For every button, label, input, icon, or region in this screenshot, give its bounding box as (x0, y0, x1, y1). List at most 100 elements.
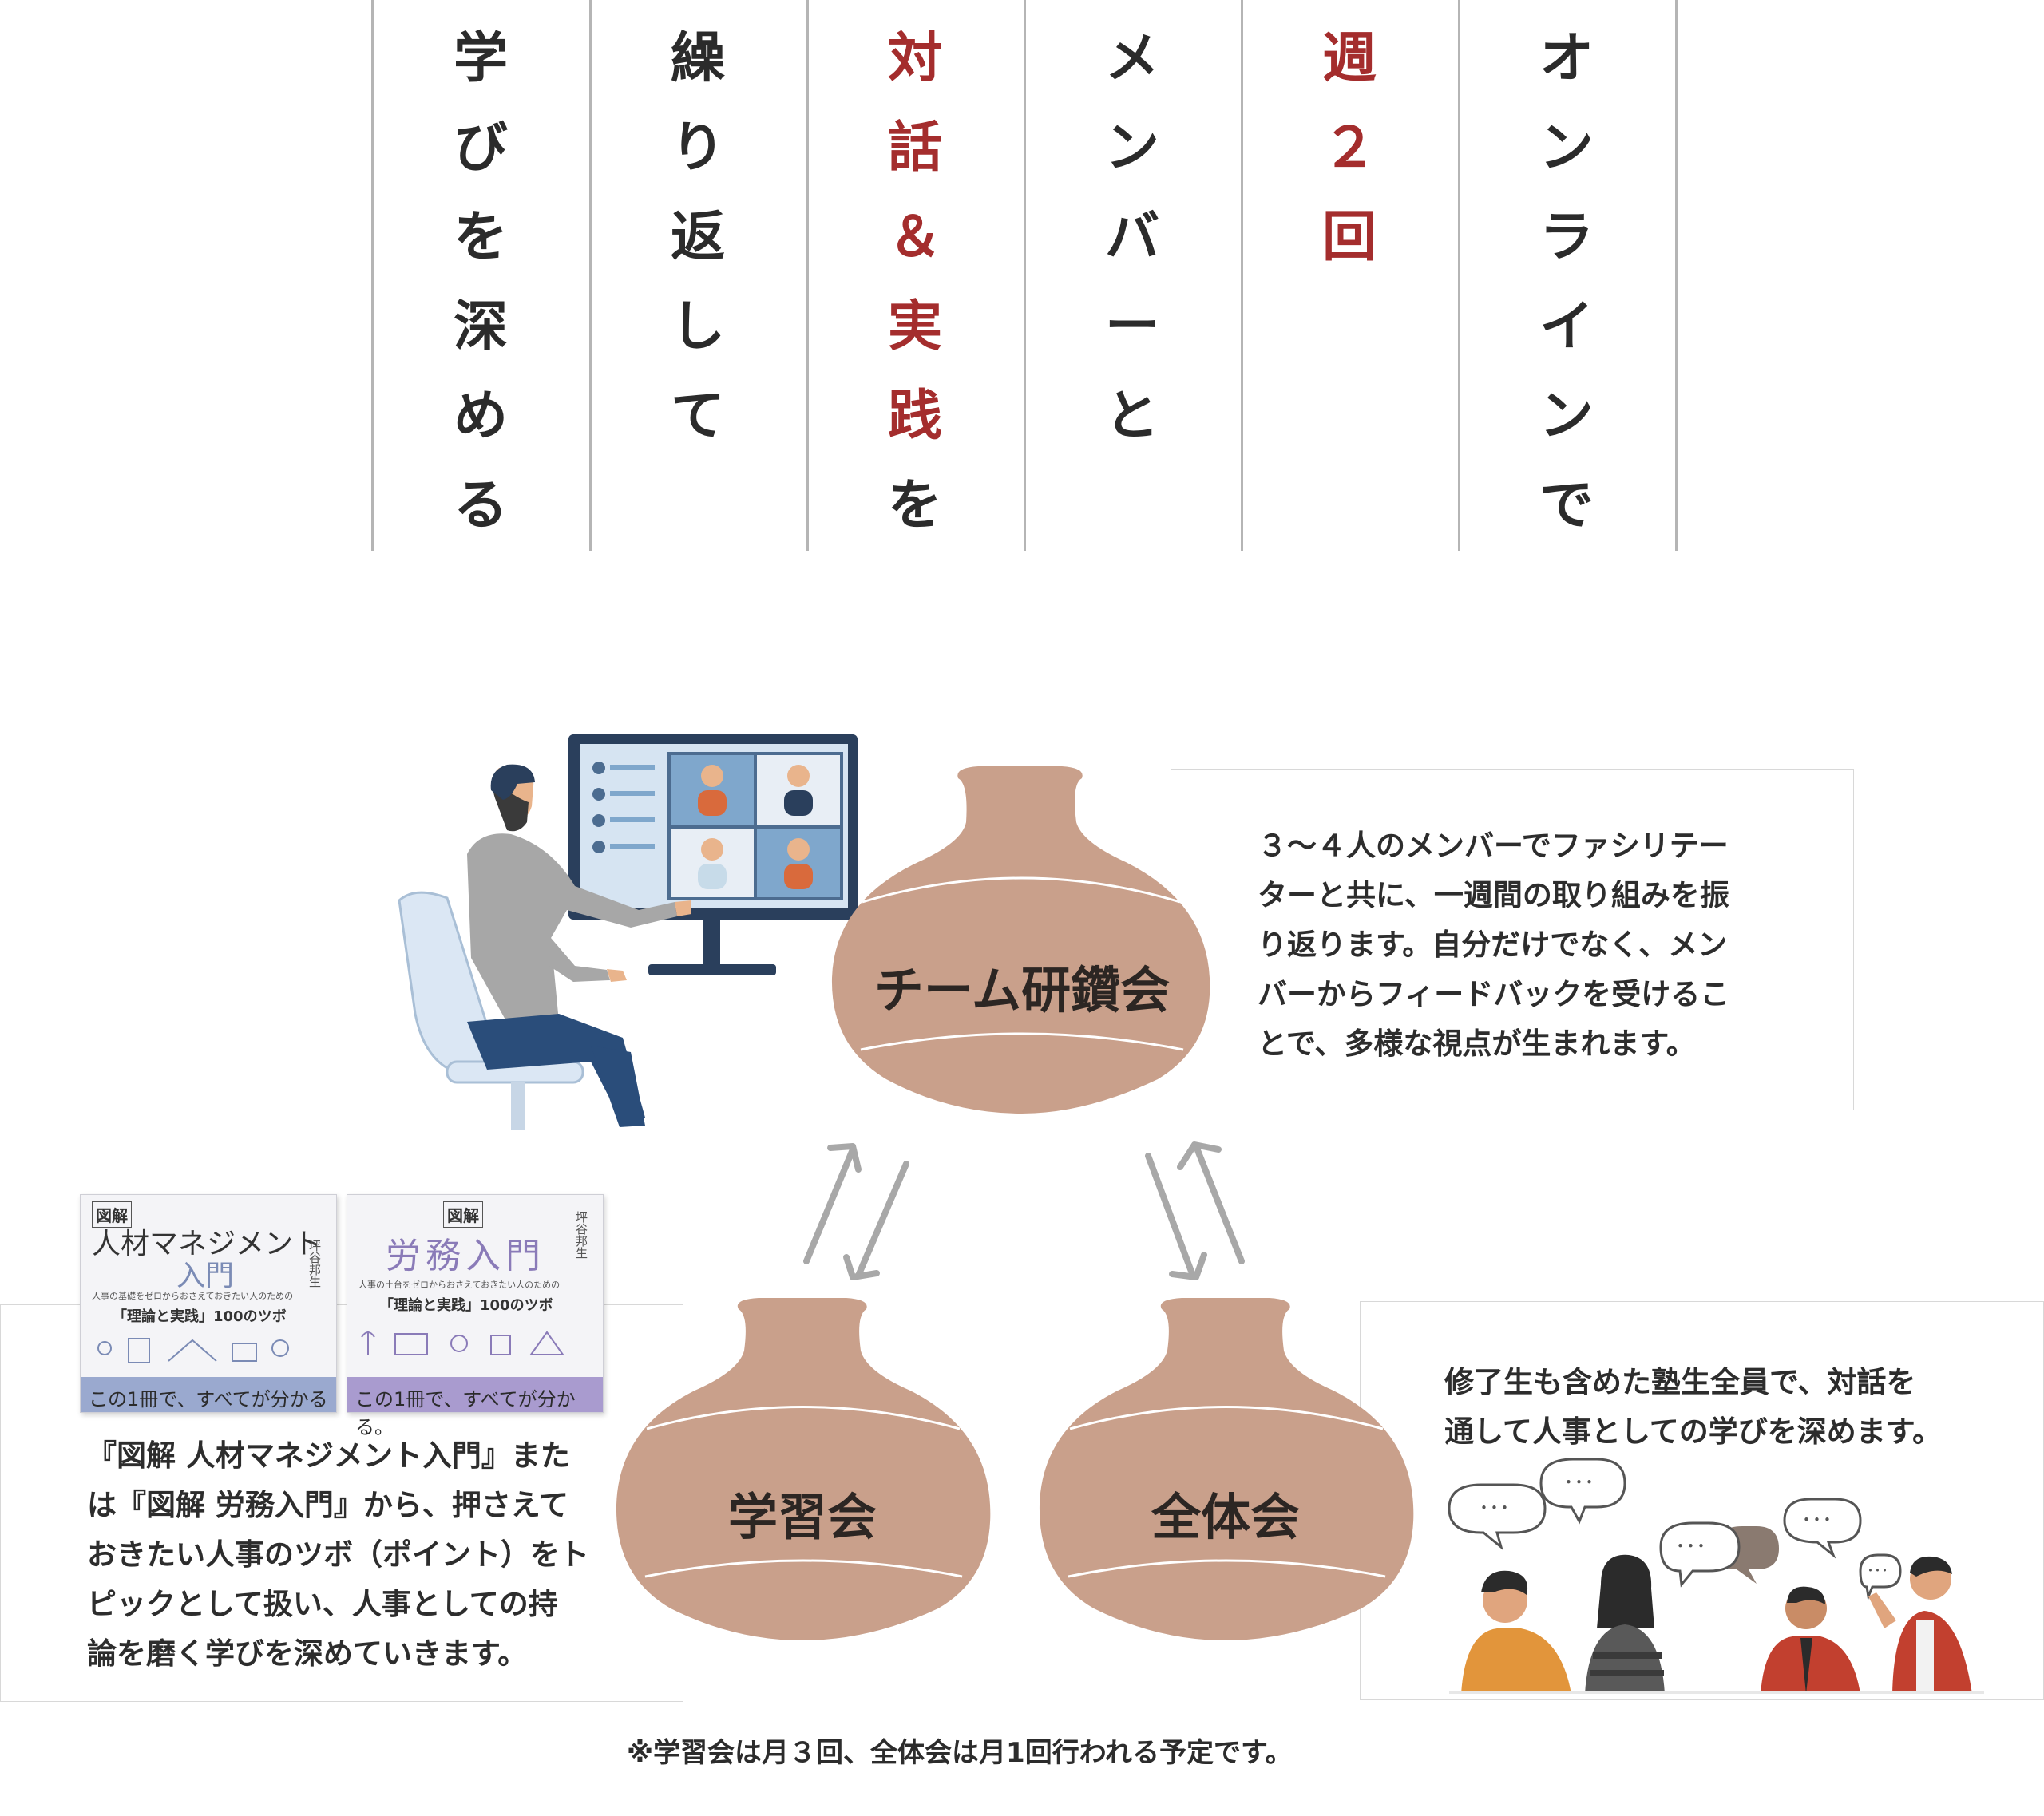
book-band (81, 1377, 336, 1412)
divider (806, 0, 809, 551)
svg-text:･･･: ･･･ (1563, 1471, 1594, 1495)
text-line: り返ります。自分だけでなく、メン (1258, 928, 1728, 962)
svg-text:･･･: ･･･ (1801, 1509, 1832, 1533)
book-cover-hr-management: 図解 人材マネジメント 入門 人事の基礎をゼロからおさえておきたい人のための 「… (80, 1194, 337, 1413)
divider (1458, 0, 1460, 551)
svg-text:･･･: ･･･ (1479, 1497, 1510, 1521)
text-line: 修了生も含めた塾生全員で、対話を (1444, 1365, 1916, 1399)
headline-col-0: オンラインで (1519, 14, 1614, 551)
headline-char: ラ (1539, 206, 1594, 269)
headline-col-5: 学びを深める (433, 14, 529, 551)
book-tag: 図解 (92, 1201, 132, 1228)
svg-text:･･･: ･･･ (1675, 1535, 1706, 1559)
study-description-box: 『図解 人材マネジメント入門』また は『図解 労務入門』から、押さえて おきたい… (0, 1304, 683, 1702)
exchange-arrows-right (1145, 1141, 1245, 1280)
headline-char: 繰 (670, 27, 725, 90)
book-cover-labor: 図解 労務入門 人事の土台をゼロからおさえておきたい人のための 「理論と実践」1… (347, 1194, 604, 1438)
headline-char: 対 (887, 27, 942, 90)
study-jar-label: 学習会 (727, 1488, 877, 1546)
book-footer: この1冊で、すべてが分かる。 (355, 1388, 576, 1438)
book-subtitle-2: 「理論と実践」100のツボ (379, 1297, 553, 1314)
book-band (347, 1377, 603, 1412)
book-title-2: 入門 (176, 1260, 235, 1292)
divider (1675, 0, 1678, 551)
book-subtitle-2: 「理論と実践」100のツボ (113, 1308, 287, 1325)
book-subtitle: 人事の基礎をゼロからおさえておきたい人のための (92, 1291, 294, 1301)
headline-char: 話 (887, 117, 942, 180)
all-description: 修了生も含めた塾生全員で、対話を 通して人事としての学びを深めます。 (1444, 1358, 1942, 1457)
text-line: 『図解 人材マネジメント入門』また (87, 1438, 570, 1473)
divider (1241, 0, 1243, 551)
headline-char: 実 (887, 295, 942, 358)
headline-char: び (453, 117, 508, 180)
book-title: 人材マネジメント (92, 1228, 323, 1260)
headline-char: オ (1539, 27, 1594, 90)
headline-char: る (453, 474, 508, 537)
book-title: 労務入門 (386, 1236, 545, 1276)
person-at-computer-illustration (398, 734, 858, 1130)
headline-char: と (1104, 385, 1159, 448)
team-description: ３〜４人のメンバーでファシリテー ターと共に、一週間の取り組みを振 り返ります。… (1258, 821, 1729, 1069)
headline-char: イ (1539, 295, 1594, 358)
headline-col-3: 対話 ＆ 実践を (867, 14, 963, 551)
book-subtitle: 人事の土台をゼロからおさえておきたい人のための (358, 1280, 561, 1290)
book-footer: この1冊で、すべてが分かる (89, 1388, 328, 1410)
study-jar (616, 1298, 991, 1640)
text-line: は『図解 労務入門』から、押さえて (87, 1488, 569, 1522)
headline-char: を (887, 474, 942, 537)
book-figure-svg (97, 1338, 289, 1363)
headline-char: 週 (1321, 27, 1377, 90)
team-description-box: ３〜４人のメンバーでファシリテー ターと共に、一週間の取り組みを振 り返ります。… (1171, 769, 1854, 1110)
book-author: 坪谷邦生 (307, 1240, 322, 1288)
book-tag: 図解 (443, 1201, 483, 1228)
headline-col-2: メンバーと (1084, 14, 1180, 461)
text-line: 通して人事としての学びを深めます。 (1444, 1414, 1943, 1449)
text-line: ピックとして扱い、人事としての持 (87, 1587, 558, 1621)
divider (1024, 0, 1026, 551)
all-jar (1039, 1298, 1414, 1640)
headline-col-4: 繰り返して (650, 14, 746, 461)
book-author: 坪谷邦生 (574, 1211, 588, 1259)
team-jar-label: チーム研鑽会 (873, 961, 1171, 1019)
headline-char: メ (1104, 27, 1159, 90)
book-figure (355, 1323, 595, 1371)
headline-col-1: 週 ２ 回 (1301, 14, 1397, 283)
headline-char: 践 (887, 385, 942, 448)
book-figure-svg (361, 1331, 564, 1355)
text-line: ターと共に、一週間の取り組みを振 (1258, 878, 1729, 912)
headline-char: て (670, 385, 725, 448)
text-line: とで、多様な視点が生まれます。 (1258, 1027, 1696, 1061)
headline-char: り (670, 117, 725, 180)
headline-char: ー (1104, 295, 1159, 358)
headline-char: ン (1104, 117, 1159, 180)
headline-char: ２ (1321, 117, 1377, 180)
text-line: バーからフィードバックを受けるこ (1258, 977, 1730, 1011)
headline-char: 返 (670, 206, 725, 269)
svg-text:･･･: ･･･ (1867, 1563, 1888, 1580)
book-figure (89, 1329, 328, 1377)
group-discussion-illustration: ･･･ ･･･ ･･･ ･･･ ･･･ (1448, 1458, 1984, 1694)
headline-char: ＆ (887, 206, 942, 269)
headline-char: ン (1539, 117, 1594, 180)
footnote: ※学習会は月３回、全体会は月1回行われる予定です。 (627, 1737, 1293, 1769)
headline-char: 回 (1321, 206, 1377, 269)
headline-char: め (453, 385, 508, 448)
text-line: 論を磨く学びを深めていきます。 (87, 1636, 528, 1671)
text-line: ３〜４人のメンバーでファシリテー (1258, 829, 1729, 863)
book-covers: 図解 人材マネジメント 入門 人事の基礎をゼロからおさえておきたい人のための 「… (73, 1191, 624, 1438)
exchange-arrows-left (803, 1143, 909, 1280)
team-jar (831, 766, 1210, 1114)
divider (589, 0, 592, 551)
study-description: 『図解 人材マネジメント入門』また は『図解 労務入門』から、押さえて おきたい… (87, 1431, 589, 1679)
headline-char: し (670, 295, 725, 358)
headline-char: 学 (453, 27, 508, 90)
headline-char: 深 (453, 295, 508, 358)
headline-char: を (453, 206, 508, 269)
headline-char: ン (1539, 385, 1594, 448)
divider (371, 0, 374, 551)
text-line: おきたい人事のツボ（ポイント）をト (87, 1537, 589, 1572)
headline-char: で (1539, 474, 1594, 537)
headline-char: バ (1104, 206, 1159, 269)
all-jar-label: 全体会 (1151, 1488, 1300, 1546)
